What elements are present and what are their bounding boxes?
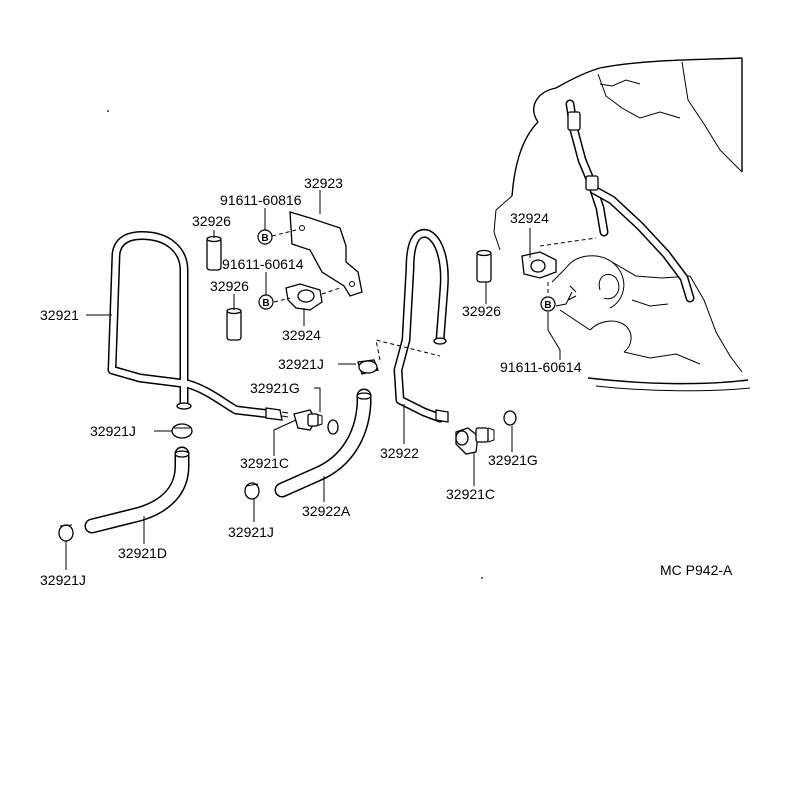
fitting-32921C-left — [293, 409, 323, 431]
clip-32921J-bottom-mid — [244, 482, 260, 500]
label-32921D: 32921D — [118, 545, 167, 561]
label-32926: 32926 — [210, 278, 249, 294]
tube-32921 — [107, 231, 289, 421]
spacer-32926-right — [476, 249, 492, 283]
label-32921: 32921 — [40, 307, 79, 323]
gasket-32921G-right — [503, 410, 517, 426]
label-91611-60816: 91611-60816 — [220, 192, 302, 208]
svg-text:B: B — [544, 300, 551, 311]
label-32921J: 32921J — [40, 572, 86, 588]
label-91611-60614: 91611-60614 — [222, 256, 304, 272]
transmission-tube — [565, 99, 695, 303]
fitting-32921C-right — [455, 427, 495, 455]
label-32924: 32924 — [282, 327, 321, 343]
label-32921J: 32921J — [278, 356, 324, 372]
transmission-housing — [493, 57, 751, 392]
label-32922A: 32922A — [302, 503, 351, 519]
label-32926: 32926 — [462, 303, 501, 319]
label-91611-60614: 91611-60614 — [500, 359, 582, 375]
callout-labels: 32921 32926 91611-60816 32923 91611-6061… — [40, 175, 733, 588]
label-32921C: 32921C — [446, 486, 495, 502]
bolt-marker-right: B — [540, 296, 556, 312]
print-specks — [107, 110, 483, 579]
bolt-marker-lower: B — [258, 294, 274, 310]
label-32923: 32923 — [304, 175, 343, 191]
spacer-32926-top — [206, 235, 222, 271]
spacer-32926-mid — [226, 307, 242, 341]
label-32921J: 32921J — [90, 423, 136, 439]
clip-32921J-bottom-left — [58, 524, 74, 542]
bracket-32923 — [271, 211, 363, 297]
svg-text:B: B — [262, 298, 269, 309]
svg-text:B: B — [261, 233, 268, 244]
label-32921G: 32921G — [250, 380, 300, 396]
label-32921G: 32921G — [488, 452, 538, 468]
leader-lines — [65, 190, 573, 570]
label-32922: 32922 — [380, 445, 419, 461]
clip-32921J-upper — [357, 359, 379, 375]
label-32921C: 32921C — [240, 455, 289, 471]
label-32926: 32926 — [192, 213, 231, 229]
clamp-32924-left — [273, 283, 341, 311]
tube-32922 — [375, 228, 449, 423]
diagram-code: MC P942-A — [660, 562, 733, 578]
hose-32921D — [84, 446, 190, 534]
label-32921J: 32921J — [228, 524, 274, 540]
clip-32921J-mid — [171, 423, 193, 439]
clamp-32924-right — [521, 237, 597, 296]
bolt-marker-upper: B — [257, 229, 273, 245]
label-32924: 32924 — [510, 210, 549, 226]
hose-32922A — [274, 388, 372, 498]
gasket-32921G-left — [327, 419, 339, 435]
